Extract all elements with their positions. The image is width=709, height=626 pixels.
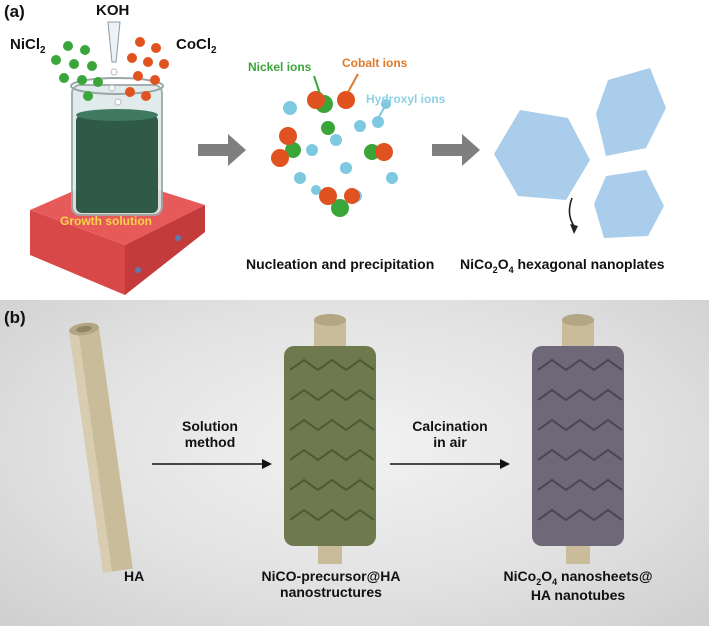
hydroxyl-ions-label: Hydroxyl ions [366, 92, 445, 106]
nickel-ions-label: Nickel ions [248, 60, 311, 74]
cobalt-ions-label: Cobalt ions [342, 56, 407, 70]
oxide-caption: NiCo2O4 nanosheets@ HA nanotubes [476, 568, 680, 603]
nanoplates-caption: NiCo2O4 hexagonal nanoplates [460, 256, 665, 275]
arrow2-label: Calcination in air [396, 418, 504, 450]
arrow2-line2: in air [396, 434, 504, 450]
nucleation-caption: Nucleation and precipitation [246, 256, 434, 272]
solution-surface [76, 109, 158, 121]
nanoplates-caption-a: NiCo [460, 256, 493, 272]
panel-a-illustration [0, 0, 709, 300]
arrow-right-icon-1 [198, 134, 246, 166]
nanoplates-caption-b: O [498, 256, 509, 272]
panel-b: (b) [0, 300, 709, 626]
arrow1-label: Solution method [160, 418, 260, 450]
precursor-sheets [284, 346, 376, 546]
oxide-caption-b: O [541, 568, 552, 584]
precursor-caption: NiCO-precursor@HA nanostructures [238, 568, 424, 600]
beaker-solution [76, 115, 158, 213]
droplet-1 [111, 69, 117, 75]
ha-tube [68, 321, 133, 573]
hex-plate-2 [596, 68, 666, 156]
dropper-icon [108, 22, 120, 62]
arrow1-line1: Solution [160, 418, 260, 434]
oxide-caption-line2: HA nanotubes [476, 587, 680, 603]
hotplate-knob-2 [175, 235, 181, 241]
oxide-caption-line1: NiCo2O4 nanosheets@ [476, 568, 680, 587]
hotplate-knob-1 [135, 267, 141, 273]
cobalt-pointer [348, 74, 358, 92]
precursor-structure [284, 314, 376, 564]
oxide-caption-a: NiCo [504, 568, 537, 584]
arrow-right-icon-2 [432, 134, 480, 166]
arrow-head-icon-1 [262, 459, 272, 469]
hex-plate-3 [594, 170, 664, 238]
arrow1-line2: method [160, 434, 260, 450]
ha-caption: HA [124, 568, 144, 584]
oxide-sheets [532, 346, 624, 546]
oxide-caption-c: nanosheets@ [557, 568, 652, 584]
oxide-structure [532, 314, 624, 564]
arrow2-line1: Calcination [396, 418, 504, 434]
arrow-head-icon-2 [500, 459, 510, 469]
hex-plate-1 [494, 110, 590, 200]
droplet-3 [115, 99, 121, 105]
droplet-2 [109, 85, 115, 91]
precursor-caption-line2: nanostructures [238, 584, 424, 600]
nanoplates-caption-c: hexagonal nanoplates [514, 256, 665, 272]
beaker-label: Growth solution [60, 214, 152, 228]
precursor-caption-line1: NiCO-precursor@HA [238, 568, 424, 584]
curved-arrow-icon [569, 198, 574, 226]
